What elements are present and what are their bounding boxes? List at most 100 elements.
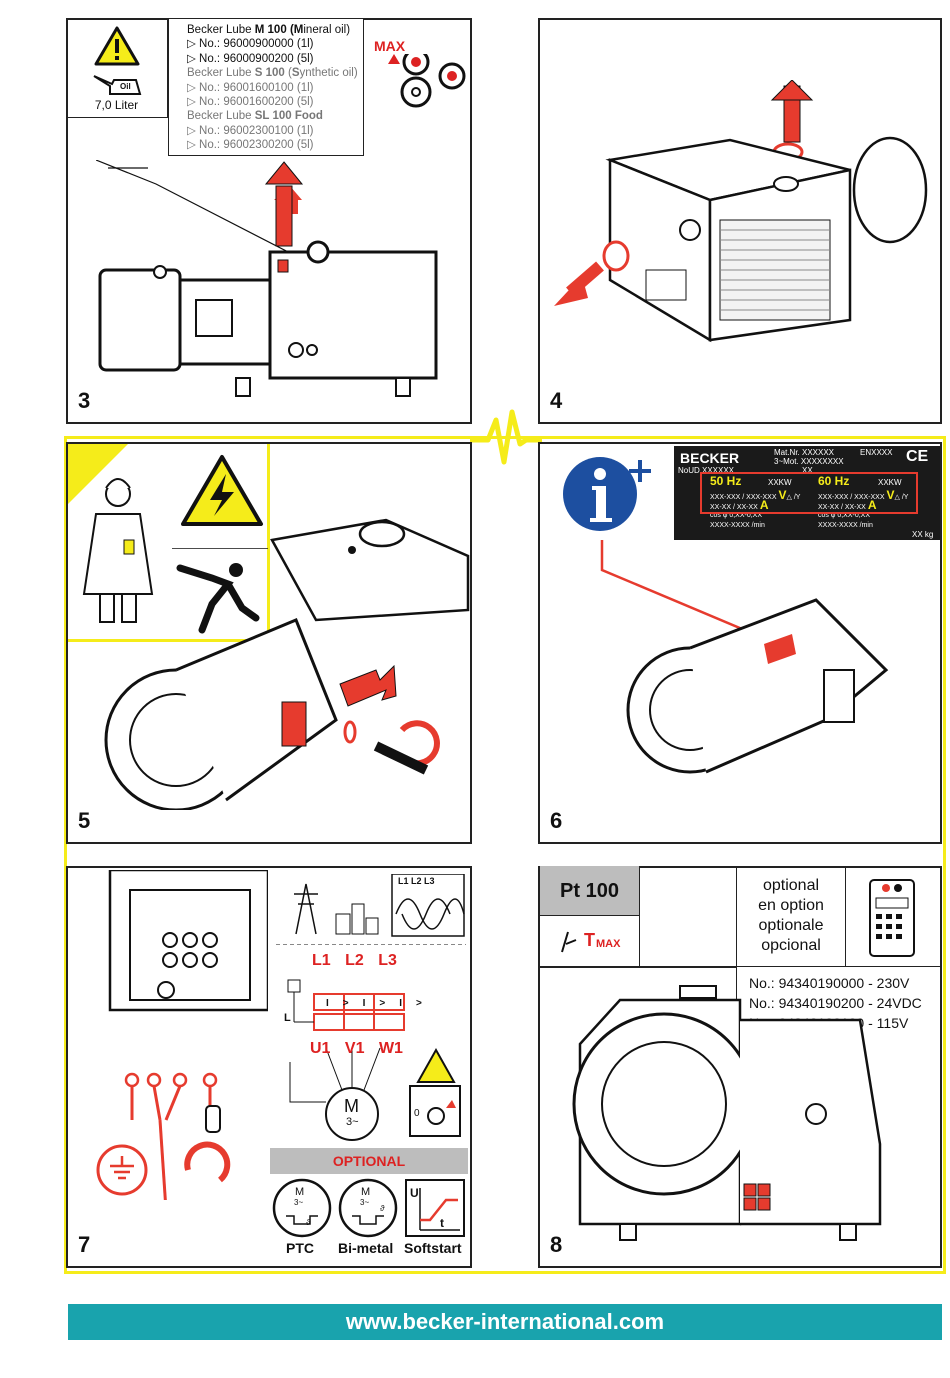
- brand-logo: BECKER: [680, 450, 740, 466]
- lube-no: ▷ No.: 96001600100 (1l): [187, 81, 314, 94]
- pump-sensor-drawing: [572, 985, 882, 1241]
- phase-u1: U1: [310, 1040, 331, 1057]
- panel-number: 4: [550, 388, 563, 413]
- en-number: ENXXXX: [860, 448, 893, 457]
- part-numbers: No.: 94340190000 - 230V No.: 94340190200…: [736, 966, 940, 1036]
- panel-number: 5: [78, 808, 91, 833]
- phase-labels-top: L1 L2 L3: [312, 952, 397, 970]
- bimetal-motor-phase: 3~: [360, 1198, 370, 1207]
- lube-item-m100: Becker Lube M 100 (Mineral oil): [187, 24, 351, 36]
- rpm-50: XXXX-XXXX /min: [710, 522, 765, 529]
- wiring-diagram: [276, 944, 466, 1141]
- volts-50: XXX-XXX / XXX-XXX V△ /Y: [710, 488, 801, 502]
- ptc-theta: ϑ: [306, 1218, 311, 1227]
- lang-optional: optional: [762, 877, 820, 894]
- motor-terminal-drawing: [104, 518, 470, 810]
- amps-50: XX-XX / XX-XX A: [710, 498, 769, 512]
- sight-glass-icon: [388, 54, 466, 108]
- warning-triangle-icon: [94, 26, 140, 66]
- phase-v1: V1: [344, 1040, 365, 1057]
- lube-no: ▷ No.: 96000900000 (1l): [187, 38, 314, 51]
- mat-nr: Mat.Nr. XXXXXX: [774, 448, 835, 457]
- protection-options-icons: [272, 1178, 465, 1238]
- tmax-cell: T MAX: [540, 916, 640, 966]
- electric-hazard-icon: [181, 455, 263, 526]
- lang-opcional: opcional: [761, 937, 821, 954]
- technician-icon: [68, 444, 154, 623]
- xx-value: XX: [802, 466, 813, 475]
- tmax-sub: MAX: [596, 938, 621, 950]
- max-level-label: MAX: [374, 38, 406, 54]
- lang-en-option: en option: [758, 897, 824, 914]
- pump-cover-drawing: [554, 80, 928, 343]
- power-supply-icon: [294, 874, 465, 937]
- no-ud: NoUD XXXXXX: [678, 466, 735, 475]
- optional-languages: optional en option optionale opcional: [736, 866, 846, 966]
- yellow-safety-frame: [64, 436, 946, 1274]
- option-ptc: PTC: [286, 1240, 314, 1256]
- softstart-t: t: [440, 1216, 444, 1230]
- lube-no: ▷ No.: 96002300100 (1l): [187, 124, 314, 137]
- phase-labels-bottom: U1 V1 W1: [310, 1040, 403, 1058]
- part-number-230v: No.: 94340190000 - 230V: [749, 975, 910, 991]
- footer-url[interactable]: www.becker-international.com: [68, 1304, 942, 1340]
- l-label: L: [284, 1012, 291, 1024]
- bimetal-theta: ϑ: [380, 1204, 385, 1213]
- electrocution-icon: [172, 548, 268, 634]
- option-softstart: Softstart: [404, 1240, 462, 1256]
- panel-number: 6: [550, 808, 563, 833]
- info-plus-icon: [563, 457, 651, 531]
- lang-optionale: optionale: [758, 917, 824, 934]
- lube-no: ▷ No.: 96001600200 (5l): [187, 96, 314, 109]
- phase-l1: L1: [312, 952, 331, 969]
- vacuum-pump-drawing: [96, 160, 438, 397]
- voltage-highlight: [700, 472, 918, 514]
- option-bimetal: Bi-metal: [338, 1240, 394, 1256]
- panel-number: 7: [78, 1232, 91, 1257]
- volts-60: XXX-XXX / XXX-XXX V△ /Y: [818, 488, 909, 502]
- lightning-zigzag-icon: [470, 409, 542, 465]
- motor-nameplate: BECKER Mat.Nr. XXXXXX ENXXXX CE 3~Mot. X…: [674, 446, 940, 540]
- temperature-controller-icon: [869, 879, 915, 957]
- optional-header: OPTIONAL: [270, 1148, 468, 1174]
- bimetal-motor-m: M: [361, 1186, 371, 1198]
- terminal-box-drawing: [96, 870, 268, 1200]
- thermistor-icon: [561, 931, 577, 953]
- panel-number: 3: [78, 388, 91, 413]
- ptc-motor-phase: 3~: [294, 1198, 304, 1207]
- lube-item-s100: Becker Lube S 100 (Synthetic oil): [187, 67, 358, 80]
- ptc-motor-m: M: [295, 1186, 305, 1198]
- oil-label: Oil: [120, 82, 131, 91]
- motor-symbol: M: [344, 1096, 359, 1116]
- panel-number: 8: [550, 1232, 563, 1257]
- oil-warning-cell: Oil 7,0 Liter: [66, 18, 168, 118]
- ce-mark: CE: [906, 448, 929, 465]
- hz-50: 50 Hz: [710, 474, 742, 488]
- phase-w1: W1: [378, 1040, 403, 1057]
- rpm-60: XXXX-XXXX /min: [818, 522, 873, 529]
- motor-nameplate-pointer: [600, 540, 889, 774]
- part-number-24vdc: No.: 94340190200 - 24VDC: [749, 995, 922, 1011]
- cos-50: cos φ 0,XX-0,XX: [710, 512, 763, 519]
- cos-60: cos φ 0,XX-0,XX: [818, 512, 871, 519]
- contactor-symbols: I>I>I>: [326, 998, 436, 1009]
- tmax-t: T: [584, 930, 595, 950]
- phase-top-labels: L1 L2 L3: [398, 876, 435, 886]
- weight: XX kg: [912, 530, 934, 539]
- motor-type: 3~Mot. XXXXXXXX: [774, 457, 844, 466]
- oil-can-icon: [93, 75, 142, 95]
- kw-60: XXKW: [878, 478, 902, 487]
- pt100-label: Pt 100: [540, 866, 640, 916]
- phase-l2: L2: [345, 952, 364, 969]
- lube-no: ▷ No.: 96000900200 (5l): [187, 52, 314, 65]
- kw-50: XXKW: [768, 478, 792, 487]
- lube-item-sl100: Becker Lube SL 100 Food: [187, 110, 323, 123]
- safety-info-block: [68, 444, 270, 642]
- amps-60: XX-XX / XX-XX A: [818, 498, 877, 512]
- lube-list: Becker Lube M 100 (Mineral oil) ▷ No.: 9…: [168, 18, 364, 156]
- switch-zero: 0: [414, 1108, 420, 1119]
- softstart-u: U: [410, 1186, 419, 1200]
- divider: [540, 966, 736, 968]
- phase-l3: L3: [378, 952, 397, 969]
- oil-volume: 7,0 Liter: [94, 98, 139, 112]
